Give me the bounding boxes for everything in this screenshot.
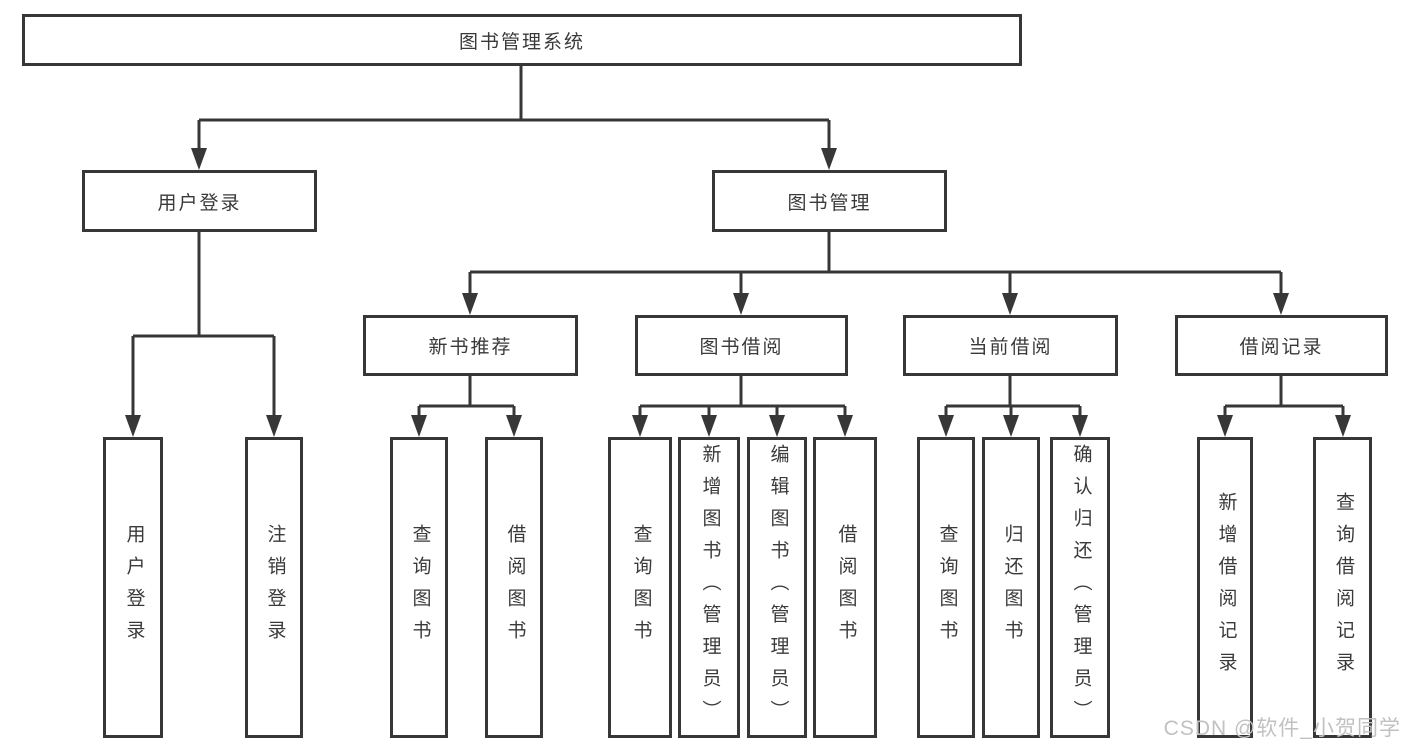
node-leaf-add-borrow-record: 新增借阅记录 [1197, 437, 1253, 738]
node-label: 确认归还（管理员） [1070, 443, 1092, 732]
node-label: 注销登录 [264, 523, 286, 652]
node-label: 借阅图书 [835, 523, 857, 652]
node-root: 图书管理系统 [22, 14, 1022, 66]
node-label: 借阅图书 [504, 523, 526, 652]
node-label: 图书管理 [787, 192, 872, 214]
node-leaf-query-books-3: 查询图书 [917, 437, 975, 738]
node-label: 当前借阅 [968, 337, 1053, 358]
node-label: 借阅记录 [1239, 337, 1324, 358]
node-label: 查询图书 [630, 523, 652, 652]
node-leaf-return-books: 归还图书 [982, 437, 1040, 738]
node-new-book-recommend: 新书推荐 [363, 315, 578, 376]
node-label: 新书推荐 [428, 337, 513, 358]
node-leaf-query-borrow-record: 查询借阅记录 [1313, 437, 1372, 738]
node-leaf-add-books-admin: 新增图书（管理员） [678, 437, 740, 738]
node-leaf-edit-books-admin: 编辑图书（管理员） [747, 437, 807, 738]
node-label: 图书借阅 [699, 337, 784, 358]
node-label: 用户登录 [157, 192, 242, 214]
node-leaf-query-books-2: 查询图书 [608, 437, 672, 738]
node-label: 新增借阅记录 [1215, 491, 1237, 684]
node-leaf-user-login: 用户登录 [103, 437, 163, 738]
node-current-borrow: 当前借阅 [903, 315, 1118, 376]
node-borrow-records: 借阅记录 [1175, 315, 1388, 376]
node-book-management: 图书管理 [712, 170, 947, 232]
node-label: 查询借阅记录 [1332, 491, 1354, 684]
node-user-login: 用户登录 [82, 170, 317, 232]
node-leaf-borrow-books-1: 借阅图书 [485, 437, 543, 738]
node-book-borrow: 图书借阅 [635, 315, 848, 376]
node-label: 查询图书 [409, 523, 431, 652]
node-leaf-logout: 注销登录 [245, 437, 303, 738]
node-label: 用户登录 [123, 523, 145, 652]
node-label: 编辑图书（管理员） [767, 443, 789, 732]
node-leaf-borrow-books-2: 借阅图书 [813, 437, 877, 738]
node-label: 图书管理系统 [458, 31, 585, 53]
node-leaf-confirm-return-admin: 确认归还（管理员） [1050, 437, 1110, 738]
csdn-watermark: CSDN @软件_小贺同学 [1163, 717, 1401, 740]
node-label: 新增图书（管理员） [699, 443, 721, 732]
node-leaf-query-books-1: 查询图书 [390, 437, 448, 738]
node-label: 归还图书 [1001, 523, 1023, 652]
node-label: 查询图书 [936, 523, 958, 652]
